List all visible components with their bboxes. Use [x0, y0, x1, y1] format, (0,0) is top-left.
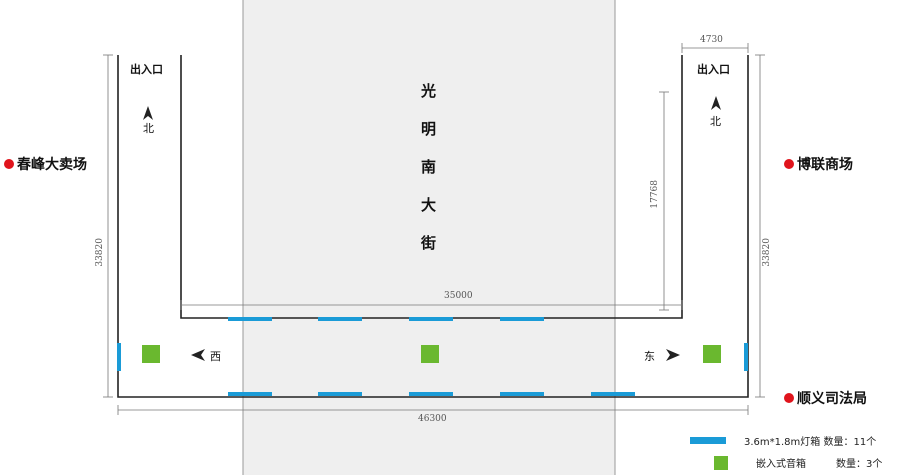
store-right-top: 博联商场 [784, 154, 853, 174]
dim-left [103, 54, 113, 398]
speaker-swatch-icon [714, 455, 728, 470]
dim-corridor-width-label: 4730 [700, 35, 723, 45]
street-char-5: 街 [421, 234, 437, 252]
lightbox-row-top [228, 317, 544, 321]
dim-right [755, 54, 765, 398]
speaker-west [142, 345, 160, 363]
store-right-bottom: 顺义司法局 [784, 388, 867, 408]
legend-speaker-count: 数量：3个 [836, 459, 883, 470]
dim-corridor [659, 91, 669, 311]
dim-right-label: 33820 [762, 238, 772, 267]
lightbox [409, 392, 453, 396]
dim-inner-width-label: 35000 [444, 291, 473, 301]
east-label: 东 [644, 350, 655, 363]
store-name: 顺义司法局 [797, 391, 867, 407]
marker-dot-icon [4, 159, 14, 169]
lightbox-swatch-icon [690, 437, 726, 444]
dim-corridor-label: 17768 [650, 180, 660, 209]
north-label-left: 北 [143, 122, 154, 135]
store-name: 春峰大卖场 [17, 157, 87, 173]
lightbox [409, 317, 453, 321]
marker-dot-icon [784, 159, 794, 169]
exit-label-right: 出入口 [697, 63, 730, 76]
lightbox-right-end [744, 343, 748, 371]
street-char-3: 南 [421, 158, 437, 176]
speaker-east [703, 345, 721, 363]
speaker-center [421, 345, 439, 363]
dim-total-width-label: 46300 [418, 414, 447, 424]
lightbox [318, 317, 362, 321]
lightbox [318, 392, 362, 396]
dim-total-width [117, 405, 749, 415]
lightbox [500, 392, 544, 396]
dim-left-label: 33820 [95, 238, 105, 267]
lightbox-left-end [117, 343, 121, 371]
east-arrow-icon [666, 349, 680, 361]
west-label: 西 [210, 350, 221, 363]
lightbox [228, 317, 272, 321]
lightbox [500, 317, 544, 321]
legend-lightbox: 3.6m*1.8m灯箱 数量：11个 [690, 433, 876, 448]
north-arrow-icon [143, 106, 153, 120]
lightbox [228, 392, 272, 396]
legend-lightbox-label: 3.6m*1.8m灯箱 数量：11个 [744, 437, 877, 448]
dim-corridor-width [681, 43, 749, 53]
legend-speaker-label: 嵌入式音箱 [756, 459, 806, 470]
north-label-right: 北 [710, 115, 721, 128]
lightbox [591, 392, 635, 396]
store-left-top: 春峰大卖场 [4, 154, 87, 174]
street-char-4: 大 [421, 196, 437, 214]
west-arrow-icon [191, 349, 205, 361]
street-char-2: 明 [421, 120, 437, 138]
legend-speaker: 嵌入式音箱 数量：3个 [700, 455, 882, 470]
street-char-1: 光 [421, 82, 437, 100]
lightbox-row-bottom [228, 392, 635, 396]
north-arrow-icon [711, 96, 721, 110]
dim-inner-width [180, 300, 683, 310]
exit-label-left: 出入口 [130, 63, 163, 76]
marker-dot-icon [784, 393, 794, 403]
store-name: 博联商场 [797, 157, 853, 173]
